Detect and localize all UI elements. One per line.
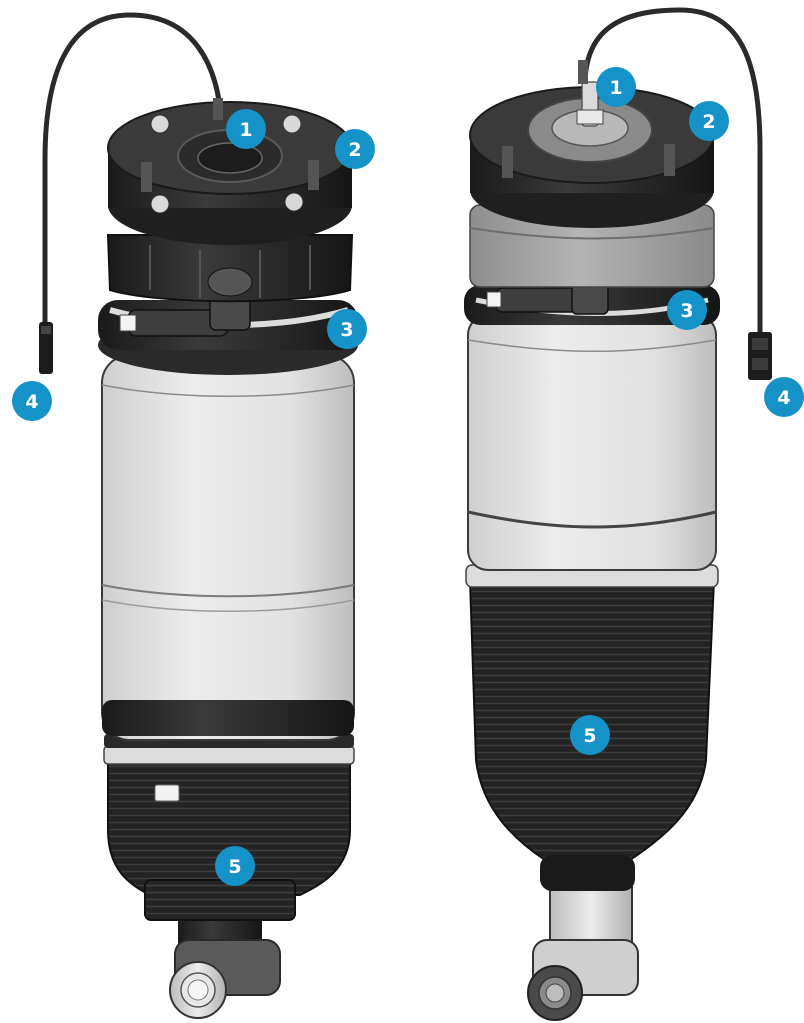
left-strut xyxy=(39,12,358,1019)
right-callout-1-label: 1 xyxy=(609,77,622,99)
left-callout-4-label: 4 xyxy=(25,391,38,413)
right-callout-1: 1 xyxy=(596,67,636,107)
right-callout-4-label: 4 xyxy=(777,387,790,409)
right-cable xyxy=(582,7,763,338)
left-cable-plug xyxy=(39,322,53,374)
right-callout-5: 5 xyxy=(570,715,610,755)
left-callout-1: 1 xyxy=(226,109,266,149)
right-callout-3: 3 xyxy=(667,290,707,330)
left-cable xyxy=(42,12,225,328)
left-callout-5-label: 5 xyxy=(228,856,241,878)
left-callout-5: 5 xyxy=(215,846,255,886)
right-strut xyxy=(464,7,772,1021)
left-callouts: 1 2 3 4 5 xyxy=(12,109,375,886)
right-callouts: 1 2 3 4 5 xyxy=(570,67,804,755)
left-callout-1-label: 1 xyxy=(239,119,252,141)
right-callout-5-label: 5 xyxy=(583,725,596,747)
left-callout-2-label: 2 xyxy=(348,139,361,161)
left-callout-3-label: 3 xyxy=(340,319,353,341)
left-callout-3: 3 xyxy=(327,309,367,349)
right-callout-2-label: 2 xyxy=(702,111,715,133)
right-callout-4: 4 xyxy=(764,377,804,417)
right-air-sleeve xyxy=(467,314,717,571)
left-air-sleeve xyxy=(101,354,355,741)
left-callout-2: 2 xyxy=(335,129,375,169)
right-callout-3-label: 3 xyxy=(680,300,693,322)
right-callout-2: 2 xyxy=(689,101,729,141)
left-callout-4: 4 xyxy=(12,381,52,421)
